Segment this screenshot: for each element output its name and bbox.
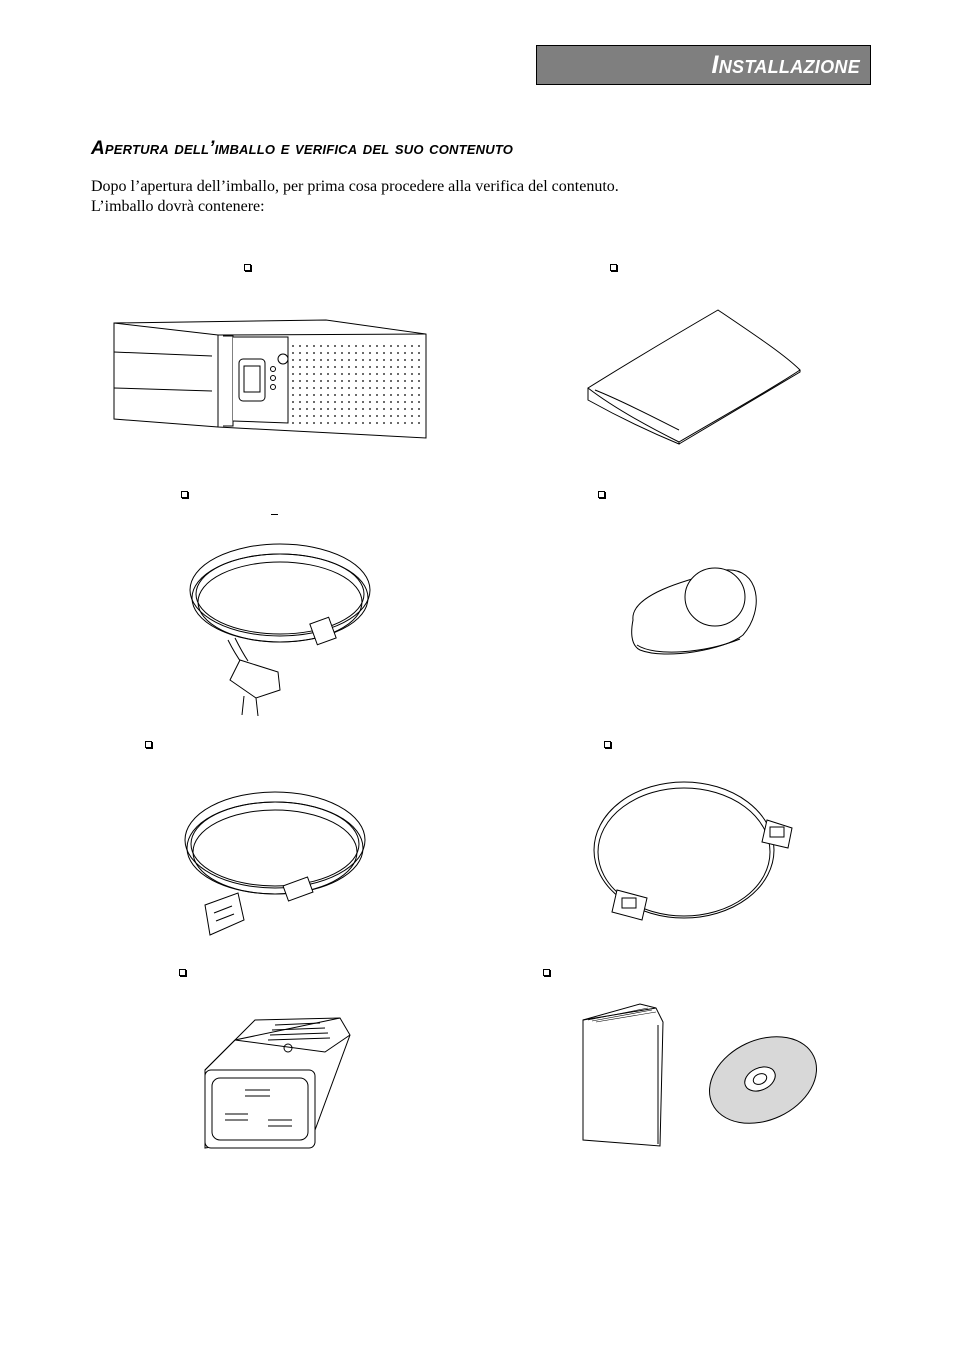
intro-line-2: L’imballo dovrà contenere: — [91, 198, 265, 215]
checkbox-envelope[interactable] — [610, 264, 617, 271]
page-heading: Apertura dell’imballo e verifica del suo… — [91, 138, 514, 159]
checkbox-ups-unit[interactable] — [244, 264, 251, 271]
checkbox-iec-cord[interactable] — [145, 741, 152, 748]
intro-line-1: Dopo l’apertura dell’imballo, per prima … — [91, 178, 619, 195]
envelope-icon — [587, 309, 801, 445]
section-banner: Installazione — [536, 45, 871, 85]
iec-cord-icon — [184, 791, 366, 936]
checkbox-power-cord[interactable] — [181, 491, 188, 498]
manual-and-cd-icon — [582, 1003, 817, 1147]
oval-accessory-icon — [631, 567, 757, 655]
small-dash — [271, 514, 278, 515]
ups-unit-icon — [113, 319, 427, 439]
checkbox-manual-cd[interactable] — [543, 969, 550, 976]
checkbox-serial-cable[interactable] — [604, 741, 611, 748]
checkbox-oval-accessory[interactable] — [598, 491, 605, 498]
section-title: Installazione — [711, 50, 860, 79]
serial-cable-icon — [593, 781, 793, 921]
iec-connector-icon — [204, 1017, 351, 1149]
power-cord-schuko-icon — [189, 543, 371, 717]
checkbox-iec-connector[interactable] — [179, 969, 186, 976]
